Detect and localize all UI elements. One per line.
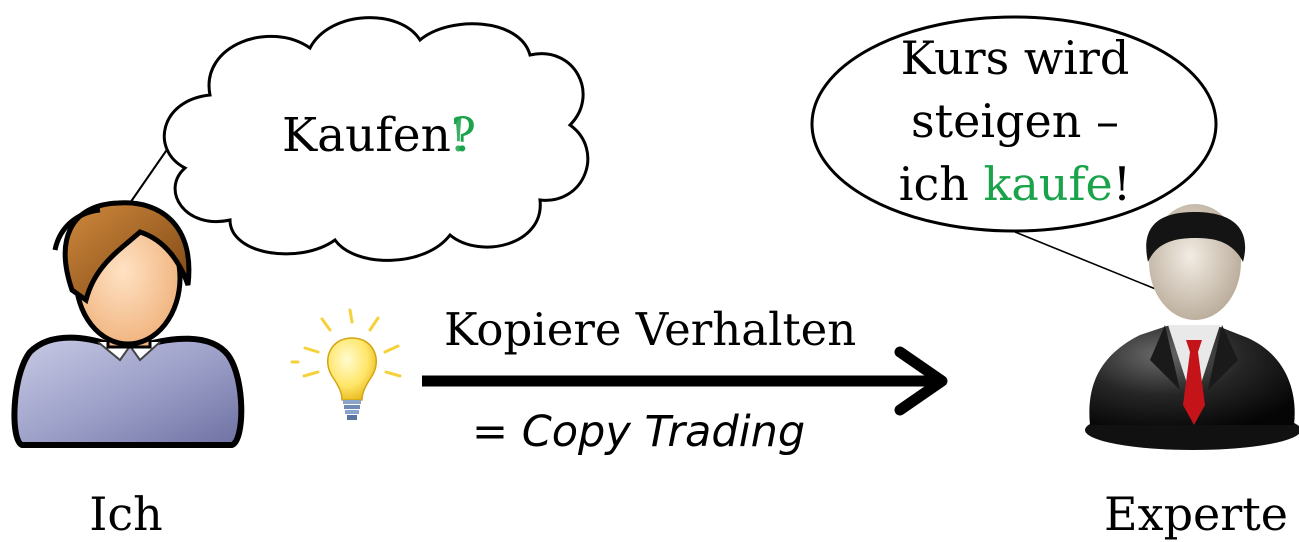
- thought-text: Kaufen?: [282, 108, 476, 163]
- speech-line-3-prefix: ich: [899, 157, 984, 211]
- thought-word: Kaufen: [282, 108, 451, 163]
- me-label: Ich: [89, 487, 163, 541]
- definition-equals: =: [472, 407, 522, 457]
- definition-term: Copy Trading: [522, 407, 806, 457]
- speech-line-2: steigen –: [911, 94, 1119, 148]
- lightbulb-icon: [290, 308, 402, 420]
- arrow-label: Kopiere Verhalten: [444, 303, 856, 356]
- copy-arrow: [422, 346, 948, 416]
- thought-question-mark: ?: [451, 108, 476, 163]
- speech-line-3: ich kaufe!: [899, 157, 1131, 211]
- thought-bubble: Kaufen? !: [129, 16, 590, 262]
- speech-line-1: Kurs wird: [901, 31, 1130, 85]
- speech-line-3-highlight: kaufe: [984, 157, 1113, 211]
- speech-ellipse: [810, 15, 1218, 233]
- speech-line-3-suffix: !: [1113, 157, 1132, 211]
- speech-bubble: Kurs wird steigen – ich kaufe!: [810, 15, 1218, 306]
- thought-cloud-shape: [162, 16, 590, 262]
- thought-exclaim-mark: !: [449, 108, 468, 163]
- copy-trading-definition: = Copy Trading: [472, 407, 805, 457]
- person-icon: [11, 200, 245, 448]
- expert-label: Experte: [1104, 487, 1288, 541]
- businessman-icon: [1085, 204, 1299, 450]
